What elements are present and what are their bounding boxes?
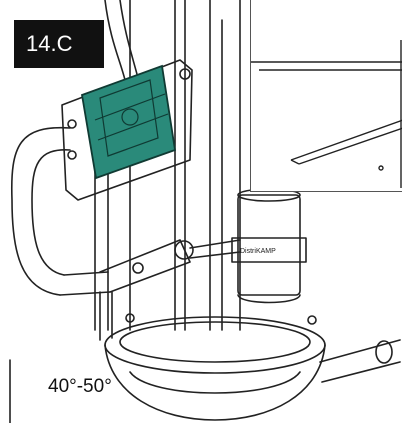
nameplate-text: DistriKAMP [240, 248, 276, 255]
detail-inset [250, 0, 402, 192]
controller-module [80, 64, 177, 180]
step-number-badge: 14.C [14, 20, 104, 68]
inset-drawing [251, 40, 402, 188]
step-number-label: 14.C [26, 31, 73, 56]
angle-range-label: 40°-50° [48, 376, 112, 397]
